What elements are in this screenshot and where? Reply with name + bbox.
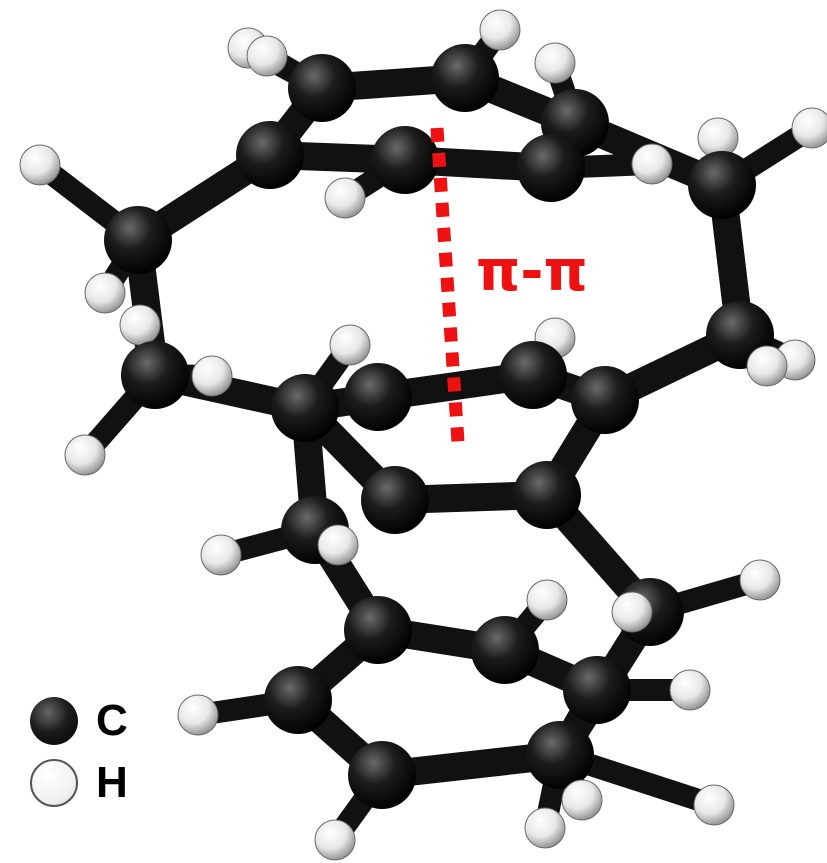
- carbon-atom: [271, 374, 339, 442]
- hydrogen-atom: [524, 807, 566, 849]
- carbon-atom: [431, 44, 499, 112]
- carbon-atom: [471, 616, 539, 684]
- hydrogen-atom: [329, 324, 371, 366]
- carbon-atom: [526, 721, 594, 789]
- carbon-atom: [571, 366, 639, 434]
- carbon-atom: [288, 54, 356, 122]
- carbon-atom: [348, 741, 416, 809]
- hydrogen-atom: [324, 177, 366, 219]
- hydrogen-atom: [191, 355, 233, 397]
- hydrogen-atom: [739, 559, 781, 601]
- hydrogen-atom: [314, 819, 356, 861]
- hydrogen-atom: [631, 143, 673, 185]
- carbon-atom: [517, 134, 585, 202]
- carbon-atom: [499, 341, 567, 409]
- legend-label-hydrogen: H: [96, 758, 128, 807]
- hydrogen-atom: [526, 579, 568, 621]
- carbon-atom: [371, 126, 439, 194]
- carbon-atom: [361, 466, 429, 534]
- carbon-atom: [688, 151, 756, 219]
- hydrogen-atom: [84, 272, 126, 314]
- carbon-swatch-icon: [30, 697, 78, 745]
- hydrogen-atom: [611, 591, 653, 633]
- hydrogen-atom: [479, 9, 521, 51]
- carbon-atom: [563, 656, 631, 724]
- carbon-atom: [104, 206, 172, 274]
- carbon-atom: [236, 121, 304, 189]
- hydrogen-atom: [561, 779, 603, 821]
- pi-stacking-line: [430, 127, 465, 443]
- hydrogen-atom: [246, 35, 288, 77]
- hydrogen-atom: [177, 694, 219, 736]
- legend-item-carbon: C: [30, 690, 190, 752]
- pi-pi-label: π-π: [476, 239, 588, 304]
- carbon-atom: [121, 341, 189, 409]
- hydrogen-atom: [64, 434, 106, 476]
- hydrogen-atom: [19, 144, 61, 186]
- carbon-atom: [264, 666, 332, 734]
- legend-item-hydrogen: H: [30, 752, 190, 814]
- hydrogen-atom: [746, 345, 788, 387]
- hydrogen-atom: [791, 107, 827, 149]
- hydrogen-atom: [119, 304, 161, 346]
- carbon-atom: [344, 363, 412, 431]
- hydrogen-atom: [200, 534, 242, 576]
- legend-label-carbon: C: [96, 696, 128, 745]
- hydrogen-atom: [669, 669, 711, 711]
- carbon-atom: [513, 461, 581, 529]
- hydrogen-atom: [534, 42, 576, 84]
- atom-layer: [19, 9, 827, 861]
- legend: C H: [30, 690, 190, 814]
- carbon-atom: [344, 596, 412, 664]
- hydrogen-atom: [693, 784, 735, 826]
- hydrogen-swatch-icon: [30, 759, 78, 807]
- hydrogen-atom: [317, 524, 359, 566]
